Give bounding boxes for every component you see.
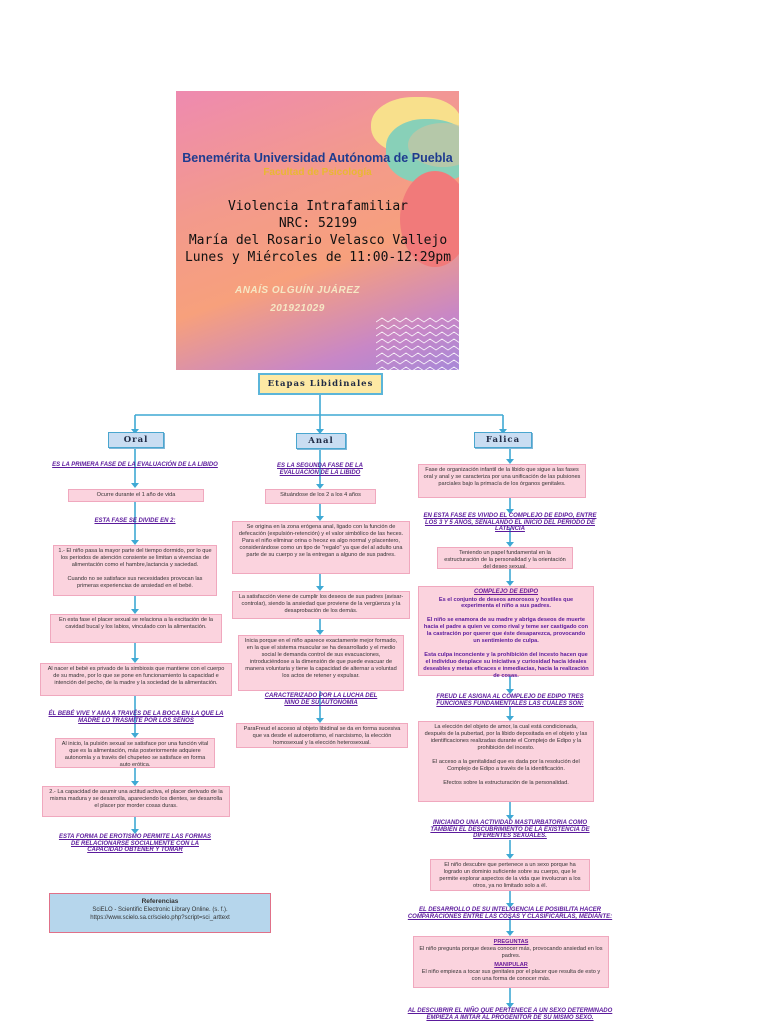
teacher-name: María del Rosario Velasco Vallejo xyxy=(188,233,448,248)
falica-box-3-text: Es el conjunto de deseos amorosos y host… xyxy=(423,596,589,680)
falica-box-6-title-2: MANIPULAR xyxy=(494,961,528,968)
anal-box-4: Inicia porque en el niño aparece exactam… xyxy=(238,635,404,691)
falica-box-1: Fase de organización infantil de la libi… xyxy=(418,464,586,498)
oral-caption-2: ESTA FASE SE DIVIDE EN 2: xyxy=(94,518,176,524)
references-box: Referencias SciELO - Scientific Electron… xyxy=(49,893,271,933)
falica-caption-1: EN ESTA FASE ES VIVIDO EL COMPLEJO DE ED… xyxy=(423,513,597,533)
anal-caption-2: CARACTERIZADO POR LA LUCHA DEL NIÑO DE S… xyxy=(264,693,378,706)
course-name: Violencia Intrafamiliar xyxy=(227,199,408,214)
oral-box-6: 2.- La capacidad de asumir una actitud a… xyxy=(42,786,230,817)
falica-box-3: COMPLEJO DE EDIPO Es el conjunto de dese… xyxy=(418,586,594,679)
falica-box-6-title-1: PREGUNTAS xyxy=(493,939,529,945)
falica-caption-5: AL DESCUBRIR EL NIÑO QUE PERTENECE A UN … xyxy=(407,1008,613,1021)
faculty-name: Facultad de Psicología xyxy=(263,167,372,178)
oral-caption-1: ES LA PRIMERA FASE DE LA EVALUACIÓN DE L… xyxy=(52,462,218,468)
oral-box-2: 1.- El niño pasa la mayor parte del tiem… xyxy=(53,545,217,596)
course-nrc: NRC: 52199 xyxy=(278,216,358,231)
student-name: ANAÍS OLGUÍN JUÁREZ xyxy=(234,285,361,296)
falica-caption-3: INICIANDO UNA ACTIVIDAD MASTURBATORIA CO… xyxy=(430,820,590,840)
anal-caption-1: ES LA SEGUNDA FASE DE LA EVALUACIÓN DE L… xyxy=(277,463,363,476)
falica-box-2: Teniendo un papel fundamental en la estr… xyxy=(437,547,573,570)
university-name: Benemérita Universidad Autónoma de Puebl… xyxy=(182,151,453,165)
oral-box-4: Al nacer el bebé es privado de la simbio… xyxy=(40,663,232,696)
references-title: Referencias xyxy=(141,898,179,905)
falica-caption-4: EL DESARROLLO DE SU INTELIGENCIA LE POSI… xyxy=(407,907,613,920)
falica-box-4: La elección del objeto de amor, la cual … xyxy=(418,721,594,802)
class-schedule: Lunes y Miércoles de 11:00-12:29pm xyxy=(184,250,452,265)
falica-box-5: El niño descubre que pertenece a un sexo… xyxy=(430,859,590,891)
oral-caption-4: ESTA FORMA DE EROTISMO PERMITE LAS FORMA… xyxy=(58,834,212,854)
anal-box-2: Se origina en la zona erógena anal, liga… xyxy=(232,521,410,574)
falica-box-6-text-1: El niño pregunta porque desea conocer má… xyxy=(419,945,603,959)
root-node: Etapas Libidinales xyxy=(258,373,383,395)
references-line-2[interactable]: https://www.scielo.sa.cr/scielo.php?scri… xyxy=(90,914,230,921)
falica-box-6-text-2: El niño empieza a tocar sus genitales po… xyxy=(421,968,601,982)
falica-box-6: PREGUNTAS El niño pregunta porque desea … xyxy=(413,936,609,988)
oral-box-1: Ocurre durante el 1 año de vida xyxy=(68,489,204,502)
cover-card: Benemérita Universidad Autónoma de Puebl… xyxy=(176,91,459,370)
decor-blob-red xyxy=(400,171,459,267)
falica-box-3-title: COMPLEJO DE EDIPO xyxy=(473,589,538,595)
decor-wave-lines xyxy=(376,317,459,370)
falica-caption-2: FREUD LE ASIGNA AL COMPLEJO DE EDIPO TRE… xyxy=(436,694,584,707)
oral-box-5: Al inicio, la pulsión sexual se satisfac… xyxy=(55,738,215,768)
oral-header: Oral xyxy=(108,432,164,448)
student-id: 201921029 xyxy=(270,303,325,314)
oral-box-3: En esta fase el placer sexual se relacio… xyxy=(50,614,222,643)
decor-blob-olive xyxy=(408,123,459,167)
anal-header: Anal xyxy=(296,433,346,449)
oral-caption-3: ÉL BEBÉ VIVE Y AMA A TRAVÉS DE LA BOCA E… xyxy=(48,711,224,724)
falica-header: Falica xyxy=(474,432,532,448)
anal-box-3: La satisfacción viene de cumplir los des… xyxy=(232,591,410,619)
references-line-1: SciELO - Scientific Electronic Library O… xyxy=(92,906,228,913)
anal-box-5: ParaFreud el acceso al objeto libidinal … xyxy=(236,723,408,748)
anal-box-1: Situándose de los 2 a los 4 años xyxy=(265,489,376,504)
